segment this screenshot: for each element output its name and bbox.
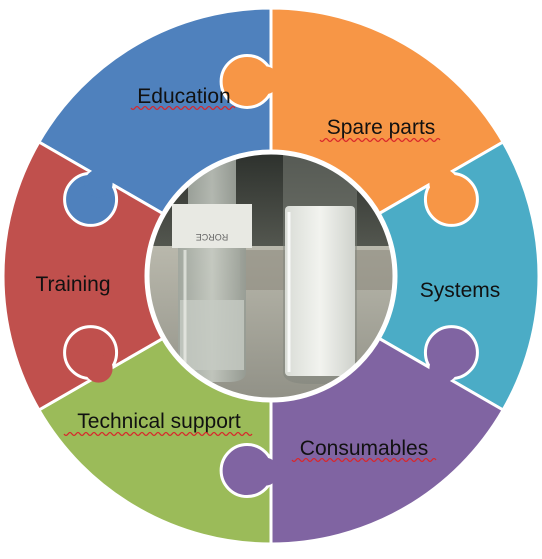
puzzle-knob-neck: [84, 354, 113, 383]
spellcheck-underline-education: [130, 105, 236, 111]
label-technical-support: Technical support: [77, 410, 241, 433]
label-spare-parts: Spare parts: [327, 116, 436, 139]
label-systems: Systems: [420, 279, 501, 302]
label-training: Training: [35, 273, 110, 296]
center-photo: RORCE: [147, 152, 395, 400]
milky-water-glass: [283, 152, 357, 384]
puzzle-knob-neck: [429, 169, 458, 198]
center-photo-frame: [144, 149, 398, 403]
clear-water-bottle: RORCE: [172, 152, 252, 382]
puzzle-connectors: [63, 53, 479, 499]
puzzle-knob-neck: [429, 354, 458, 383]
spellcheck-underline-spare-parts: [319, 137, 441, 143]
bottle-label-text: RORCE: [196, 232, 229, 242]
puzzle-knob-neck: [251, 66, 280, 95]
label-consumables: Consumables: [300, 437, 428, 460]
puzzle-knob-neck: [251, 457, 280, 486]
spellcheck-underline-consumables: [291, 457, 437, 463]
puzzle-ring: [1, 6, 541, 546]
label-education: Education: [137, 85, 230, 108]
segment-labels: Education Spare parts Systems Consumable…: [35, 85, 501, 463]
spellcheck-underline-technical-support: [63, 431, 253, 437]
puzzle-knob-neck: [84, 169, 113, 198]
